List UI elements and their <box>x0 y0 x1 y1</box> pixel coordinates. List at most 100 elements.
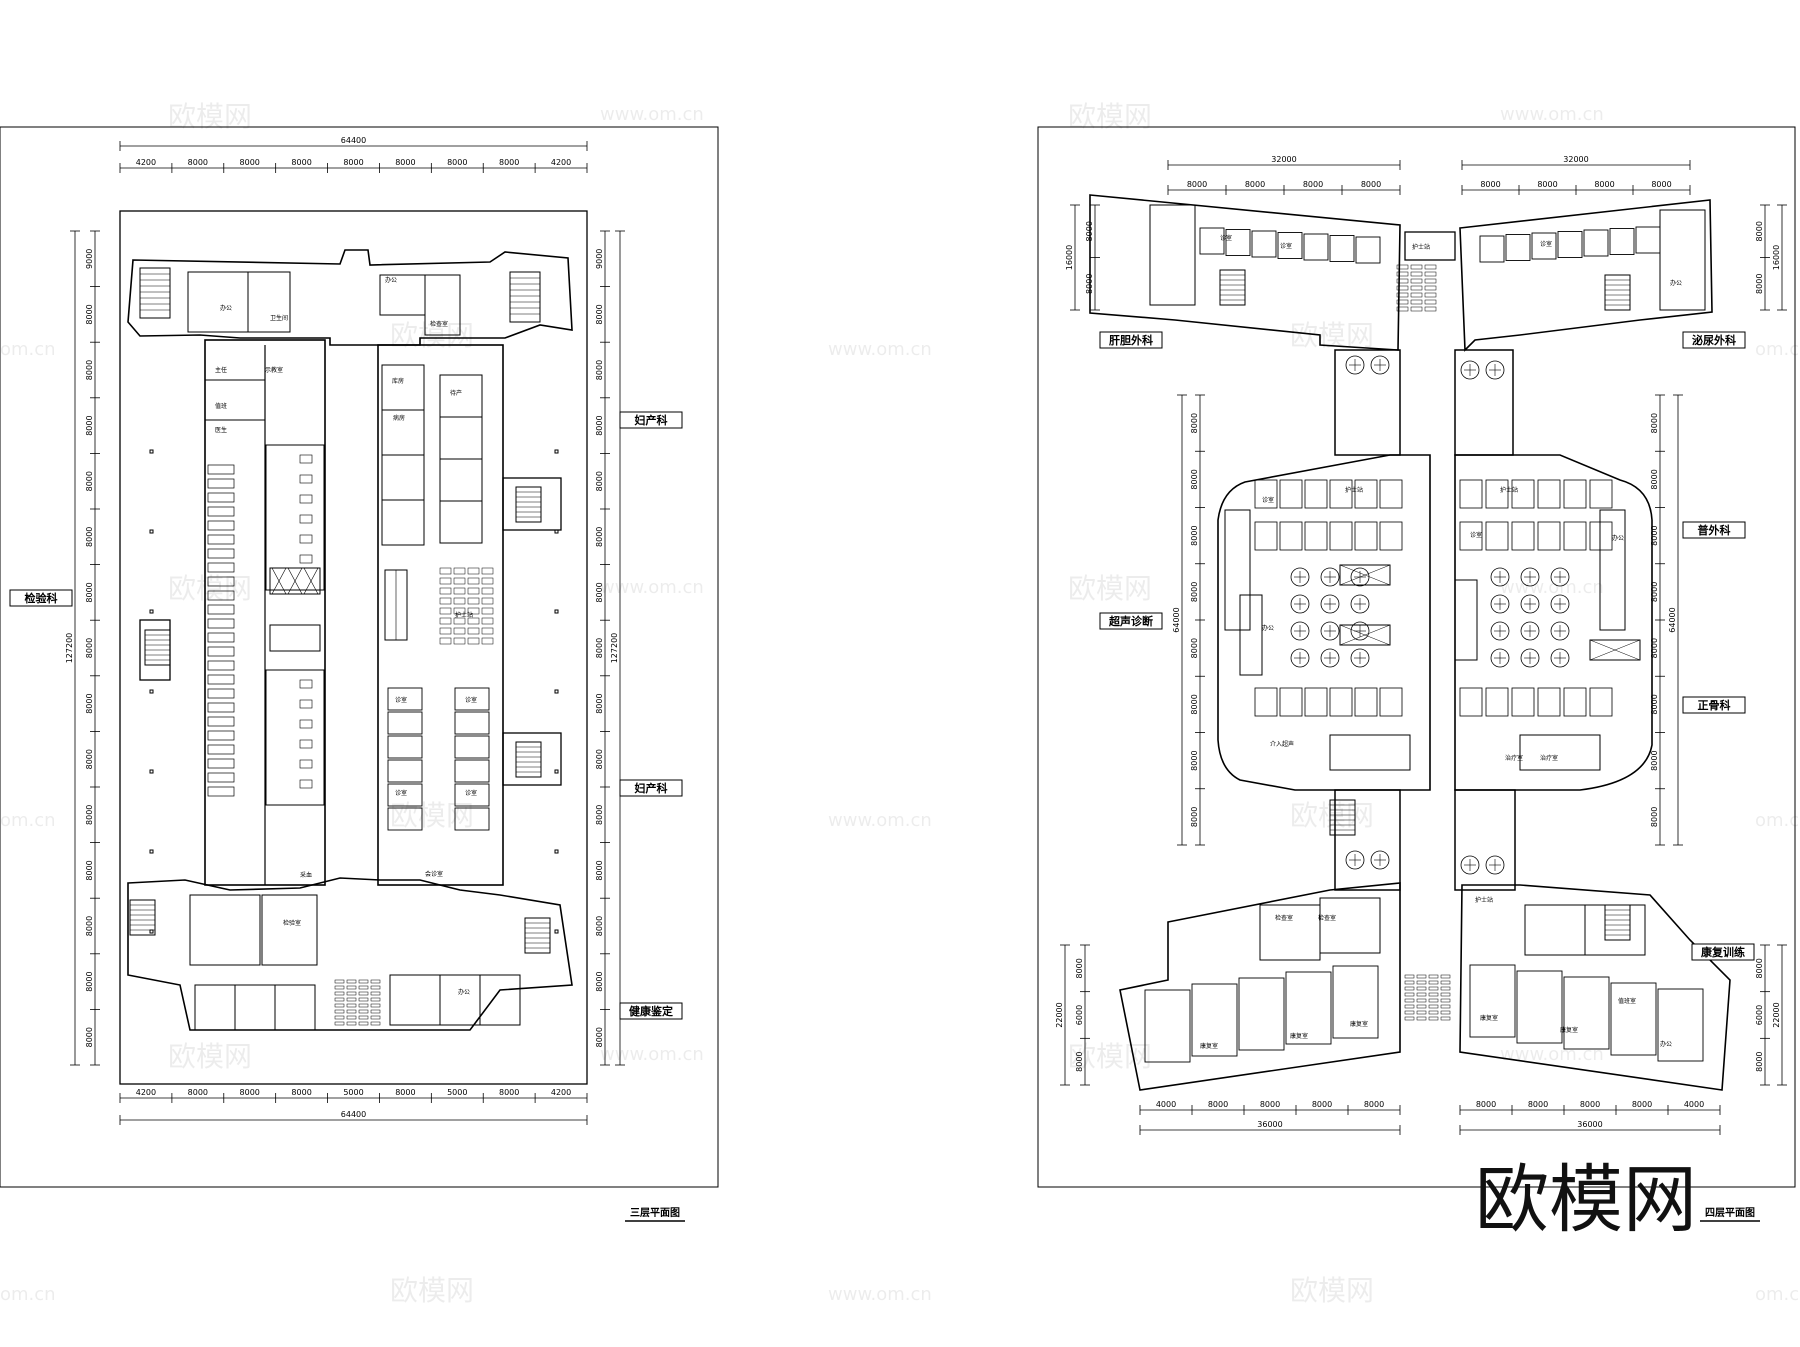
stair-icon <box>515 486 542 523</box>
seat-circle <box>1490 621 1510 641</box>
seat-outline <box>334 997 345 1002</box>
room-outline <box>439 416 483 460</box>
room-outline <box>1199 227 1225 255</box>
room-outline <box>1304 687 1328 717</box>
room-label: 诊室 <box>1540 240 1552 248</box>
room-outline <box>389 974 441 1026</box>
room-label: 诊室 <box>1280 242 1292 250</box>
dimension-text: 8000 <box>85 693 94 713</box>
room-label: 诊室 <box>465 789 477 797</box>
dimension-text: 8000 <box>499 1088 519 1097</box>
plan4-dept-right-top: 普外科 <box>1682 521 1746 539</box>
watermark-edge: om.cn <box>1755 1284 1800 1305</box>
bed-outline <box>207 772 235 783</box>
seat-outline <box>1424 278 1437 284</box>
watermark-url: www.om.cn <box>828 810 932 831</box>
dimension-text: 9000 <box>85 249 94 269</box>
elevator-outline <box>1339 624 1391 646</box>
seat-outline <box>453 567 466 575</box>
seat-outline <box>1440 998 1451 1003</box>
dimension-text: 8000 <box>1650 750 1659 770</box>
dimension-text: 8000 <box>1075 1051 1084 1071</box>
room-outline <box>1589 687 1613 717</box>
room-label: 办公 <box>385 276 397 284</box>
plan3-dept-left-text: 检验科 <box>25 591 58 605</box>
bed-outline <box>207 478 235 489</box>
seat-outline <box>1404 998 1415 1003</box>
bed-outline <box>207 548 235 559</box>
room-label: 康复室 <box>1350 1020 1368 1028</box>
room-outline <box>1657 988 1704 1062</box>
seat-outline <box>467 597 480 605</box>
seat-outline <box>1416 1004 1427 1009</box>
plan3-dept-right-bottom: 健康鉴定 <box>619 1002 683 1020</box>
seat-outline <box>481 577 494 585</box>
waiting-seat-icon <box>1370 850 1390 870</box>
seat-outline <box>467 617 480 625</box>
waiting-seat-icon <box>1350 648 1370 668</box>
room-outline <box>1329 734 1411 771</box>
room-outline <box>387 759 423 783</box>
stair-outline <box>144 629 171 666</box>
stair-outline <box>515 486 542 523</box>
seat-outline <box>334 1009 345 1014</box>
dimension-text: 32000 <box>1271 155 1296 164</box>
room-outline <box>1485 479 1509 509</box>
room-label: 办公 <box>220 304 232 312</box>
room-outline <box>1531 232 1557 260</box>
room-outline <box>1557 231 1583 258</box>
dimension-text: 8000 <box>85 415 94 435</box>
room-label: 采血 <box>300 871 312 879</box>
room-outline <box>1279 687 1303 717</box>
room-label: 检查室 <box>1318 914 1336 922</box>
seat-outline <box>334 979 345 984</box>
bed-outline <box>207 492 235 503</box>
seat-outline <box>1404 986 1415 991</box>
waiting-seat-icon <box>1345 850 1365 870</box>
room-outline <box>1659 209 1706 311</box>
dimension-text: 8000 <box>595 638 604 658</box>
column-dot <box>554 849 559 854</box>
seat-circle <box>1550 594 1570 614</box>
room-outline <box>1563 687 1587 717</box>
bed-outline <box>207 786 235 797</box>
plan3-title: 三层平面图 <box>630 1207 680 1219</box>
seat-outline <box>1440 974 1451 979</box>
watermark-edge: om.cn <box>0 339 56 360</box>
room-label: 诊室 <box>395 789 407 797</box>
dimension-text: 8000 <box>1650 638 1659 658</box>
dimension-text: 64400 <box>341 136 366 145</box>
plan4-dept-top-right-text: 泌尿外科 <box>1692 333 1736 347</box>
seat-outline <box>370 1021 381 1026</box>
seat-circle <box>1490 594 1510 614</box>
watermark-edge: om.cn <box>1755 810 1800 831</box>
dimension-text: 8000 <box>291 158 311 167</box>
waiting-seat-icon <box>1290 648 1310 668</box>
bed-outline <box>207 520 235 531</box>
room-label: 办公 <box>1612 534 1624 542</box>
dimension-text: 4200 <box>136 1088 156 1097</box>
bed-outline <box>207 590 235 601</box>
waiting-seat-icon <box>1485 360 1505 380</box>
dimension-text: 8000 <box>595 360 604 380</box>
room-outline <box>479 974 521 1026</box>
stair-outline <box>509 271 541 323</box>
room-label: 检查室 <box>430 320 448 328</box>
plan3-dept-right-mid-text: 妇产科 <box>634 781 668 795</box>
plan4-top-right-wing <box>1459 199 1713 352</box>
room-outline <box>454 687 490 711</box>
room-outline <box>1224 509 1251 631</box>
seat-outline <box>1428 980 1439 985</box>
seat-outline <box>1404 1010 1415 1015</box>
watermark-logo: 欧模网 <box>390 799 474 832</box>
dimension-text: 8000 <box>85 749 94 769</box>
dimension-text: 8000 <box>595 582 604 602</box>
seat-outline <box>453 607 466 615</box>
room-outline <box>1563 521 1587 551</box>
room-outline <box>1354 479 1378 509</box>
seat-outline <box>299 454 313 464</box>
seat-outline <box>1410 299 1423 305</box>
